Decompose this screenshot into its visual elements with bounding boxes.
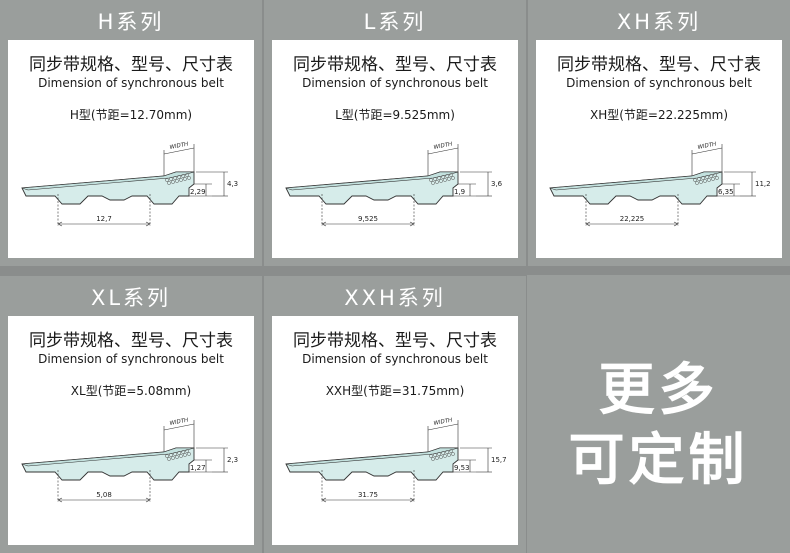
width-dimension (427, 144, 459, 176)
belt-cords (693, 173, 719, 185)
tooth-height-dimension (717, 183, 740, 197)
belt-height-dimension (460, 171, 492, 197)
pitch-dimension (585, 194, 679, 227)
series-title: XXH系列 (344, 286, 446, 310)
belt-body (21, 447, 195, 481)
spec-card: 同步带规格、型号、尺寸表 Dimension of synchronous be… (8, 316, 254, 545)
series-title: XH系列 (616, 10, 702, 34)
model-pitch-label: XXH型(节距=31.75mm) (325, 384, 465, 398)
width-dimension (691, 144, 723, 176)
width-label: WIDTH (169, 417, 189, 426)
spec-card: 同步带规格、型号、尺寸表 Dimension of synchronous be… (536, 40, 782, 258)
heading-english: Dimension of synchronous belt (566, 76, 752, 90)
belt-height-label: 3,6 (491, 180, 503, 188)
heading-english: Dimension of synchronous belt (302, 76, 488, 90)
width-label: WIDTH (433, 141, 453, 150)
heading-english: Dimension of synchronous belt (38, 352, 224, 366)
belt-height-dimension (196, 171, 228, 197)
series-title: H系列 (97, 10, 165, 34)
heading-chinese: 同步带规格、型号、尺寸表 (293, 55, 497, 75)
pitch-dimension (57, 194, 151, 227)
width-label: WIDTH (169, 141, 189, 150)
heading-chinese: 同步带规格、型号、尺寸表 (29, 331, 233, 351)
belt-top-face (285, 447, 459, 467)
belt-cords (429, 173, 455, 185)
series-title: XL系列 (90, 286, 172, 310)
tooth-height-label: 1,9 (454, 188, 465, 196)
series-panel: XL系列 同步带规格、型号、尺寸表 Dimension of synchrono… (0, 276, 262, 553)
tooth-height-dimension (189, 459, 212, 473)
belt-cords (429, 449, 455, 461)
belt-cords (165, 449, 191, 461)
pitch-dimension (321, 194, 415, 227)
tooth-height-dimension (189, 183, 212, 197)
pitch-label: 12,7 (96, 215, 112, 223)
belt-height-dimension (196, 447, 228, 473)
heading-english: Dimension of synchronous belt (38, 76, 224, 90)
belt-top-face (21, 447, 195, 467)
width-dimension (163, 420, 195, 452)
belt-profile-diagram: WIDTH 1,27 2,3 (21, 417, 238, 503)
series-title: L系列 (363, 10, 427, 34)
belt-height-dimension (724, 171, 756, 197)
more-customizable-panel: 更多 可定制 (527, 275, 790, 553)
belt-height-dimension (460, 447, 492, 473)
model-pitch-label: H型(节距=12.70mm) (69, 108, 193, 122)
heading-english: Dimension of synchronous belt (302, 352, 488, 366)
heading-chinese: 同步带规格、型号、尺寸表 (29, 55, 233, 75)
series-panel: XH系列 同步带规格、型号、尺寸表 Dimension of synchrono… (528, 0, 790, 266)
belt-body (549, 171, 723, 205)
belt-body (285, 447, 459, 481)
belt-profile-diagram: WIDTH 2,29 4,3 (21, 141, 238, 227)
spec-card: 同步带规格、型号、尺寸表 Dimension of synchronous be… (272, 316, 518, 545)
belt-cords (165, 173, 191, 185)
belt-top-face (21, 171, 195, 191)
belt-body (21, 171, 195, 205)
tooth-height-dimension (453, 183, 476, 197)
pitch-label: 22,225 (620, 215, 645, 223)
width-label: WIDTH (433, 417, 453, 426)
tooth-height-label: 9,53 (454, 464, 470, 472)
belt-profile-diagram: WIDTH 9,53 15,7 (285, 417, 507, 503)
pitch-label: 9,525 (358, 215, 378, 223)
pitch-label: 5,08 (96, 491, 112, 499)
series-panel: H系列 同步带规格、型号、尺寸表 Dimension of synchronou… (0, 0, 262, 266)
pitch-dimension (57, 470, 151, 503)
series-panel: XXH系列 同步带规格、型号、尺寸表 Dimension of synchron… (264, 276, 526, 553)
belt-profile-diagram: WIDTH 1,9 3,6 (285, 141, 503, 227)
tooth-height-label: 2,29 (190, 188, 206, 196)
belt-top-face (549, 171, 723, 191)
pitch-dimension (321, 470, 415, 503)
belt-height-label: 4,3 (227, 180, 238, 188)
width-dimension (163, 144, 195, 176)
tooth-height-dimension (453, 459, 476, 473)
belt-profile-diagram: WIDTH 6,35 11,2 (549, 141, 771, 227)
heading-chinese: 同步带规格、型号、尺寸表 (293, 331, 497, 351)
tooth-height-label: 1,27 (190, 464, 206, 472)
heading-chinese: 同步带规格、型号、尺寸表 (557, 55, 761, 75)
model-pitch-label: XL型(节距=5.08mm) (70, 384, 192, 398)
belt-height-label: 2,3 (227, 456, 238, 464)
pitch-label: 31.75 (358, 491, 378, 499)
tooth-height-label: 6,35 (718, 188, 734, 196)
spec-card: 同步带规格、型号、尺寸表 Dimension of synchronous be… (8, 40, 254, 258)
belt-top-face (285, 171, 459, 191)
model-pitch-label: L型(节距=9.525mm) (335, 108, 455, 122)
model-pitch-label: XH型(节距=22.225mm) (589, 108, 729, 122)
spec-card: 同步带规格、型号、尺寸表 Dimension of synchronous be… (272, 40, 518, 258)
belt-body (285, 171, 459, 205)
belt-height-label: 15,7 (491, 456, 507, 464)
belt-height-label: 11,2 (755, 180, 771, 188)
more-text: 更多 (598, 358, 719, 423)
width-dimension (427, 420, 459, 452)
series-panel: L系列 同步带规格、型号、尺寸表 Dimension of synchronou… (264, 0, 526, 266)
width-label: WIDTH (697, 141, 717, 150)
customizable-text: 可定制 (568, 428, 749, 493)
